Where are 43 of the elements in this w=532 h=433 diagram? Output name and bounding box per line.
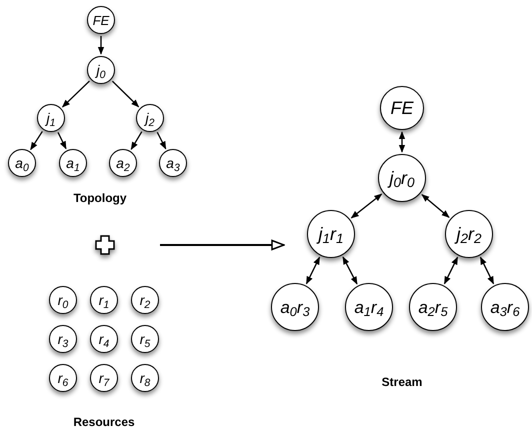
node-label: j$_{2}$r$_{2}$ [456,225,482,243]
node-label: a$_{0}$ [15,156,29,170]
node-label: a$_{1}$ [66,156,80,170]
node-label: a$_{2}$ [116,156,130,170]
arrow [421,194,450,218]
node-label: a$_{1}$r$_{4}$ [354,298,384,316]
arrow [306,256,320,284]
arrow [342,256,358,285]
arrow [130,131,142,150]
arrow [160,240,285,250]
arrow [30,131,43,150]
node-label: r$_{4}$ [98,332,110,346]
node-label: a$_{2}$r$_{5}$ [418,298,448,316]
arrow [98,36,104,55]
node-label: FE [390,99,414,117]
caption-text: Topology [73,192,127,204]
arrow [62,80,90,108]
node-label: j$_{2}$ [146,111,154,125]
arrow [57,132,67,150]
node-label: r$_{3}$ [58,332,68,346]
node-label: j$_{0}$r$_{0}$ [389,169,415,187]
node-label: a$_{3}$r$_{6}$ [490,298,520,316]
node-label: r$_{0}$ [58,293,68,307]
node-label: a$_{3}$ [166,156,180,170]
arrow [398,131,406,153]
node-label: r$_{5}$ [140,332,150,346]
arrow [156,132,166,150]
caption-text: Resources [73,416,135,428]
node-label: j$_{0}$ [96,63,106,77]
node-label: FE [92,14,110,26]
arrow [480,256,494,284]
arrow [350,194,382,218]
node-label: a$_{0}$r$_{3}$ [280,298,310,316]
node-label: r$_{1}$ [98,293,110,307]
arrow [112,80,140,108]
node-label: j$_{1}$r$_{1}$ [318,225,344,243]
node-label: r$_{2}$ [140,293,150,307]
caption-text: Stream [382,376,422,388]
node-label: r$_{8}$ [140,371,150,385]
node-label: j$_{1}$ [46,111,56,125]
node-label: r$_{6}$ [58,371,68,385]
node-label: r$_{7}$ [98,371,110,385]
arrow [444,256,458,284]
